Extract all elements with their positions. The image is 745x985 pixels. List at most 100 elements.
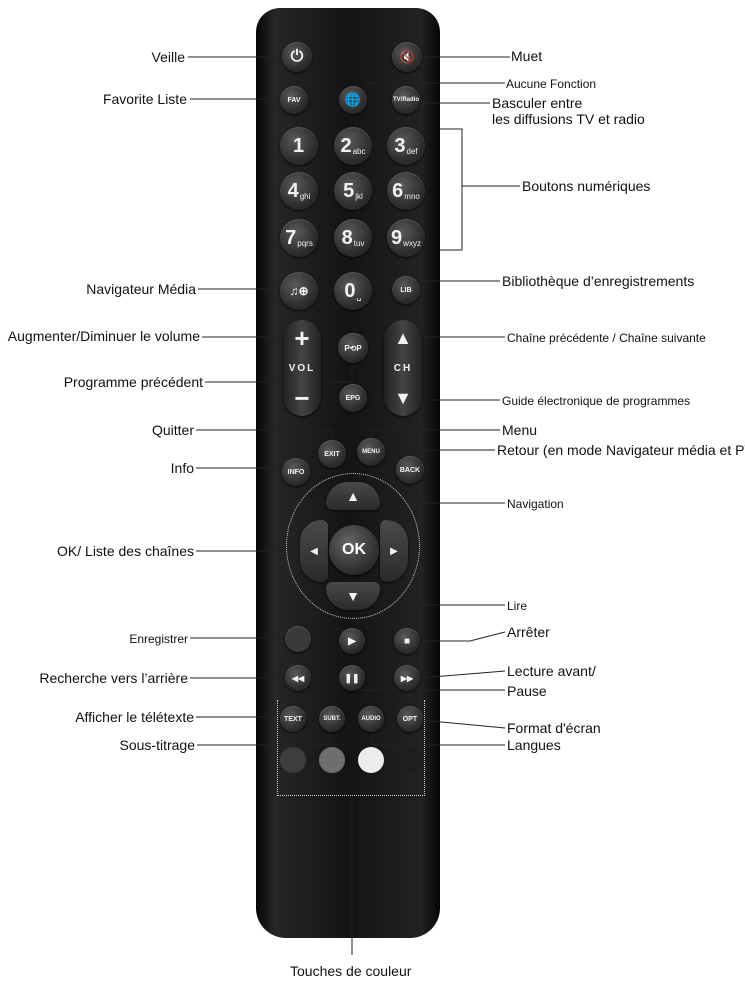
number-0-space: ␣ xyxy=(356,291,362,301)
label-tv-radio-1: Basculer entre xyxy=(492,95,583,111)
red-key[interactable] xyxy=(280,747,306,773)
text-button[interactable]: TEXT xyxy=(280,706,306,732)
label-navigation: Navigation xyxy=(507,497,564,511)
label-play: Lire xyxy=(507,599,528,613)
label-quit: Quitter xyxy=(151,422,194,438)
menu-button[interactable]: MENU xyxy=(357,438,385,466)
label-languages: Langues xyxy=(507,737,561,753)
down-arrow-icon: ▼ xyxy=(346,588,360,604)
pause-icon: ❚❚ xyxy=(344,672,360,683)
nav-right-button[interactable]: ▶ xyxy=(380,520,408,582)
right-arrow-icon: ▶ xyxy=(390,545,398,557)
number-0-button[interactable]: 0␣ xyxy=(334,272,372,310)
volume-label: VOL xyxy=(288,362,316,374)
number-3-label: 3 xyxy=(394,134,406,157)
tv-radio-button[interactable]: TV/Radio xyxy=(392,86,420,114)
number-7-letters: pqrs xyxy=(297,238,313,248)
media-icon: ♫⊕ xyxy=(289,284,309,298)
number-0-label: 0 xyxy=(344,279,356,302)
volume-down-icon: − xyxy=(294,383,310,413)
stop-icon: ■ xyxy=(403,635,411,647)
stop-button[interactable]: ■ xyxy=(394,628,420,654)
swap-button[interactable]: P⟲P xyxy=(338,333,368,363)
audio-button[interactable]: AUDIO xyxy=(358,706,384,732)
back-button[interactable]: BACK xyxy=(396,456,424,484)
label-menu: Menu xyxy=(502,422,538,438)
nav-down-button[interactable]: ▼ xyxy=(326,582,380,610)
number-4-letters: ghi xyxy=(299,191,311,201)
number-5-letters: jkl xyxy=(355,191,363,201)
forward-icon: ▶▶ xyxy=(400,673,414,683)
record-button[interactable] xyxy=(285,626,311,652)
label-channel: Chaîne précédente / Chaîne suivante xyxy=(507,331,706,345)
subtitle-button[interactable]: SUBT. xyxy=(319,706,345,732)
lib-button[interactable]: LIB xyxy=(392,276,420,304)
volume-rocker[interactable]: + VOL − xyxy=(283,320,321,416)
label-recordings-library: Bibliothèque d’enregistrements xyxy=(502,273,695,289)
label-record: Enregistrer xyxy=(129,632,188,646)
power-icon: ⏻ xyxy=(290,48,304,65)
number-8-label: 8 xyxy=(341,226,353,249)
nav-left-button[interactable]: ◀ xyxy=(300,520,328,582)
color-keys-box xyxy=(277,700,425,796)
number-1-label: 1 xyxy=(292,134,305,157)
ok-button[interactable]: OK xyxy=(329,525,379,575)
globe-icon: 🌐 xyxy=(344,92,362,107)
navigation-ring xyxy=(286,473,420,619)
number-5-label: 5 xyxy=(343,179,355,202)
exit-button[interactable]: EXIT xyxy=(318,440,346,468)
number-6-label: 6 xyxy=(392,179,404,202)
channel-rocker[interactable]: ▲ CH ▼ xyxy=(384,320,422,416)
mute-button[interactable]: 🔇 xyxy=(392,42,422,72)
info-button[interactable]: INFO xyxy=(282,458,310,486)
rewind-button[interactable]: ◀◀ xyxy=(285,665,311,691)
up-arrow-icon: ▲ xyxy=(346,488,360,504)
label-favorites: Favorite Liste xyxy=(102,91,187,107)
number-9-label: 9 xyxy=(391,226,403,249)
opt-button[interactable]: OPT xyxy=(397,706,423,732)
swap-icon: P⟲P xyxy=(344,343,362,353)
channel-label: CH xyxy=(393,362,413,374)
forward-button[interactable]: ▶▶ xyxy=(394,665,420,691)
green-key[interactable] xyxy=(319,747,345,773)
power-button[interactable]: ⏻ xyxy=(282,42,312,72)
media-browser-button[interactable]: ♫⊕ xyxy=(280,272,318,310)
number-3-letters: def xyxy=(406,146,418,156)
label-standby: Veille xyxy=(151,49,185,65)
play-icon: ▶ xyxy=(348,635,356,647)
number-7-label: 7 xyxy=(285,226,297,249)
mute-icon: 🔇 xyxy=(399,50,415,64)
epg-button[interactable]: EPG xyxy=(339,384,367,412)
label-no-function: Aucune Fonction xyxy=(506,77,597,91)
globe-button[interactable]: 🌐 xyxy=(339,86,367,114)
pause-button[interactable]: ❚❚ xyxy=(339,665,365,691)
nav-up-button[interactable]: ▲ xyxy=(326,482,380,510)
fav-button[interactable]: FAV xyxy=(280,86,308,114)
label-ok-list: OK/ Liste des chaînes xyxy=(57,543,194,559)
number-1-button[interactable]: 1 xyxy=(280,127,318,165)
label-pause: Pause xyxy=(507,683,547,699)
label-color-keys: Touches de couleur xyxy=(290,963,412,979)
label-stop: Arrêter xyxy=(507,624,550,640)
label-mute: Muet xyxy=(511,48,543,64)
label-info: Info xyxy=(170,460,194,476)
label-teletext: Afficher le télétexte xyxy=(75,709,194,725)
channel-up-icon: ▲ xyxy=(394,328,412,348)
blue-key[interactable] xyxy=(397,747,423,773)
label-media-browser: Navigateur Média xyxy=(86,281,196,297)
label-tv-radio-2: les diffusions TV et radio xyxy=(492,111,645,127)
label-screen-format: Format d'écran xyxy=(507,720,601,736)
left-arrow-icon: ◀ xyxy=(310,545,318,557)
number-2-label: 2 xyxy=(340,134,352,157)
yellow-key[interactable] xyxy=(358,747,384,773)
play-button[interactable]: ▶ xyxy=(339,628,365,654)
rewind-icon: ◀◀ xyxy=(291,673,305,683)
